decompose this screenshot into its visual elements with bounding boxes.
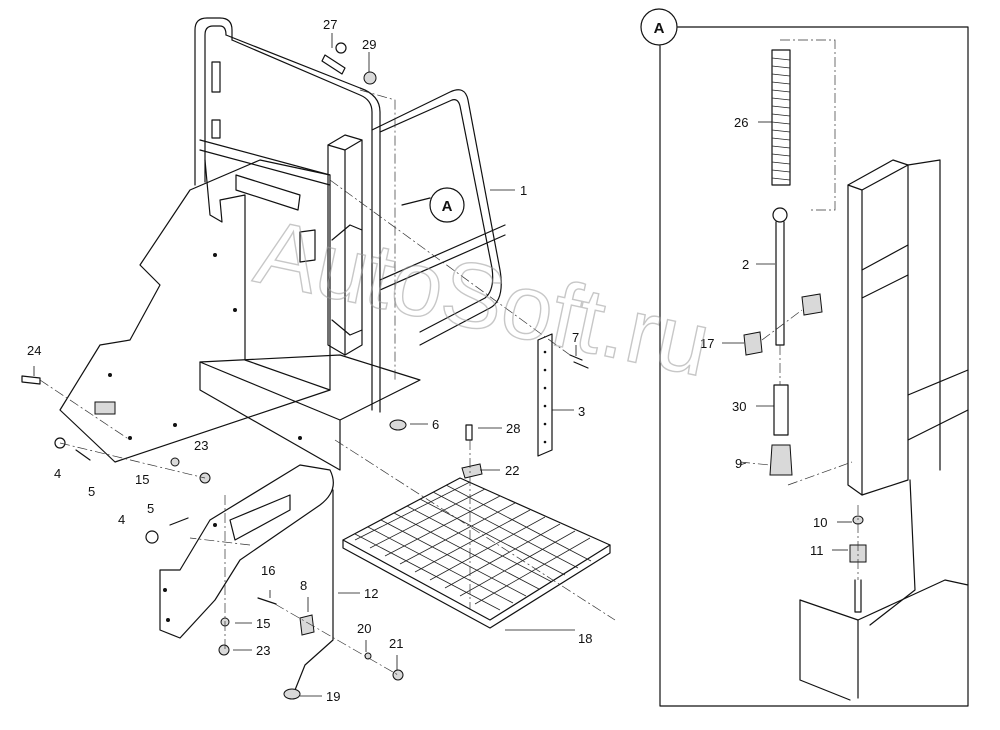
part-label-28: 28 bbox=[506, 421, 520, 436]
part-label-29: 29 bbox=[362, 37, 376, 52]
part-label-2: 2 bbox=[742, 257, 749, 272]
perforated-strip bbox=[537, 333, 553, 457]
part-label-10: 10 bbox=[813, 515, 827, 530]
floor-bracket bbox=[199, 354, 421, 471]
part-label-24: 24 bbox=[27, 343, 41, 358]
part-label-5b: 5 bbox=[147, 501, 154, 516]
part-label-5a: 5 bbox=[88, 484, 95, 499]
part-label-21: 21 bbox=[389, 636, 403, 651]
grating-step bbox=[342, 477, 611, 629]
small-parts bbox=[21, 42, 589, 700]
part-label-9: 9 bbox=[735, 456, 742, 471]
part-label-19: 19 bbox=[326, 689, 340, 704]
part-label-7: 7 bbox=[572, 330, 579, 345]
detail-a-callout-label: A bbox=[654, 20, 665, 37]
detail-a-contents bbox=[739, 39, 969, 701]
view-a-callout: A bbox=[401, 187, 465, 223]
part-label-15b: 15 bbox=[256, 616, 270, 631]
leader-lines bbox=[33, 33, 852, 697]
part-label-17: 17 bbox=[700, 336, 714, 351]
part-label-15a: 15 bbox=[135, 472, 149, 487]
center-lines bbox=[39, 89, 616, 676]
part-label-18: 18 bbox=[578, 631, 592, 646]
part-label-6: 6 bbox=[432, 417, 439, 432]
part-label-4b: 4 bbox=[118, 512, 125, 527]
detail-a-frame: A bbox=[640, 8, 969, 707]
handrail-frame bbox=[194, 17, 506, 413]
part-label-1: 1 bbox=[520, 183, 527, 198]
part-label-23b: 23 bbox=[256, 643, 270, 658]
part-label-20: 20 bbox=[357, 621, 371, 636]
part-label-3: 3 bbox=[578, 404, 585, 419]
part-label-23a: 23 bbox=[194, 438, 208, 453]
part-label-16: 16 bbox=[261, 563, 275, 578]
part-label-27: 27 bbox=[323, 17, 337, 32]
lower-bracket bbox=[159, 464, 334, 639]
part-label-8: 8 bbox=[300, 578, 307, 593]
part-label-4a: 4 bbox=[54, 466, 61, 481]
part-label-30: 30 bbox=[732, 399, 746, 414]
part-label-26: 26 bbox=[734, 115, 748, 130]
part-label-22: 22 bbox=[505, 463, 519, 478]
watermark: AutoSoft.ru bbox=[247, 201, 718, 396]
part-label-12: 12 bbox=[364, 586, 378, 601]
view-a-callout-label: A bbox=[442, 198, 453, 215]
part-labels: 1 2 3 4 4 5 5 6 7 8 9 10 11 12 15 15 16 … bbox=[27, 17, 827, 704]
part-label-11: 11 bbox=[810, 543, 824, 558]
